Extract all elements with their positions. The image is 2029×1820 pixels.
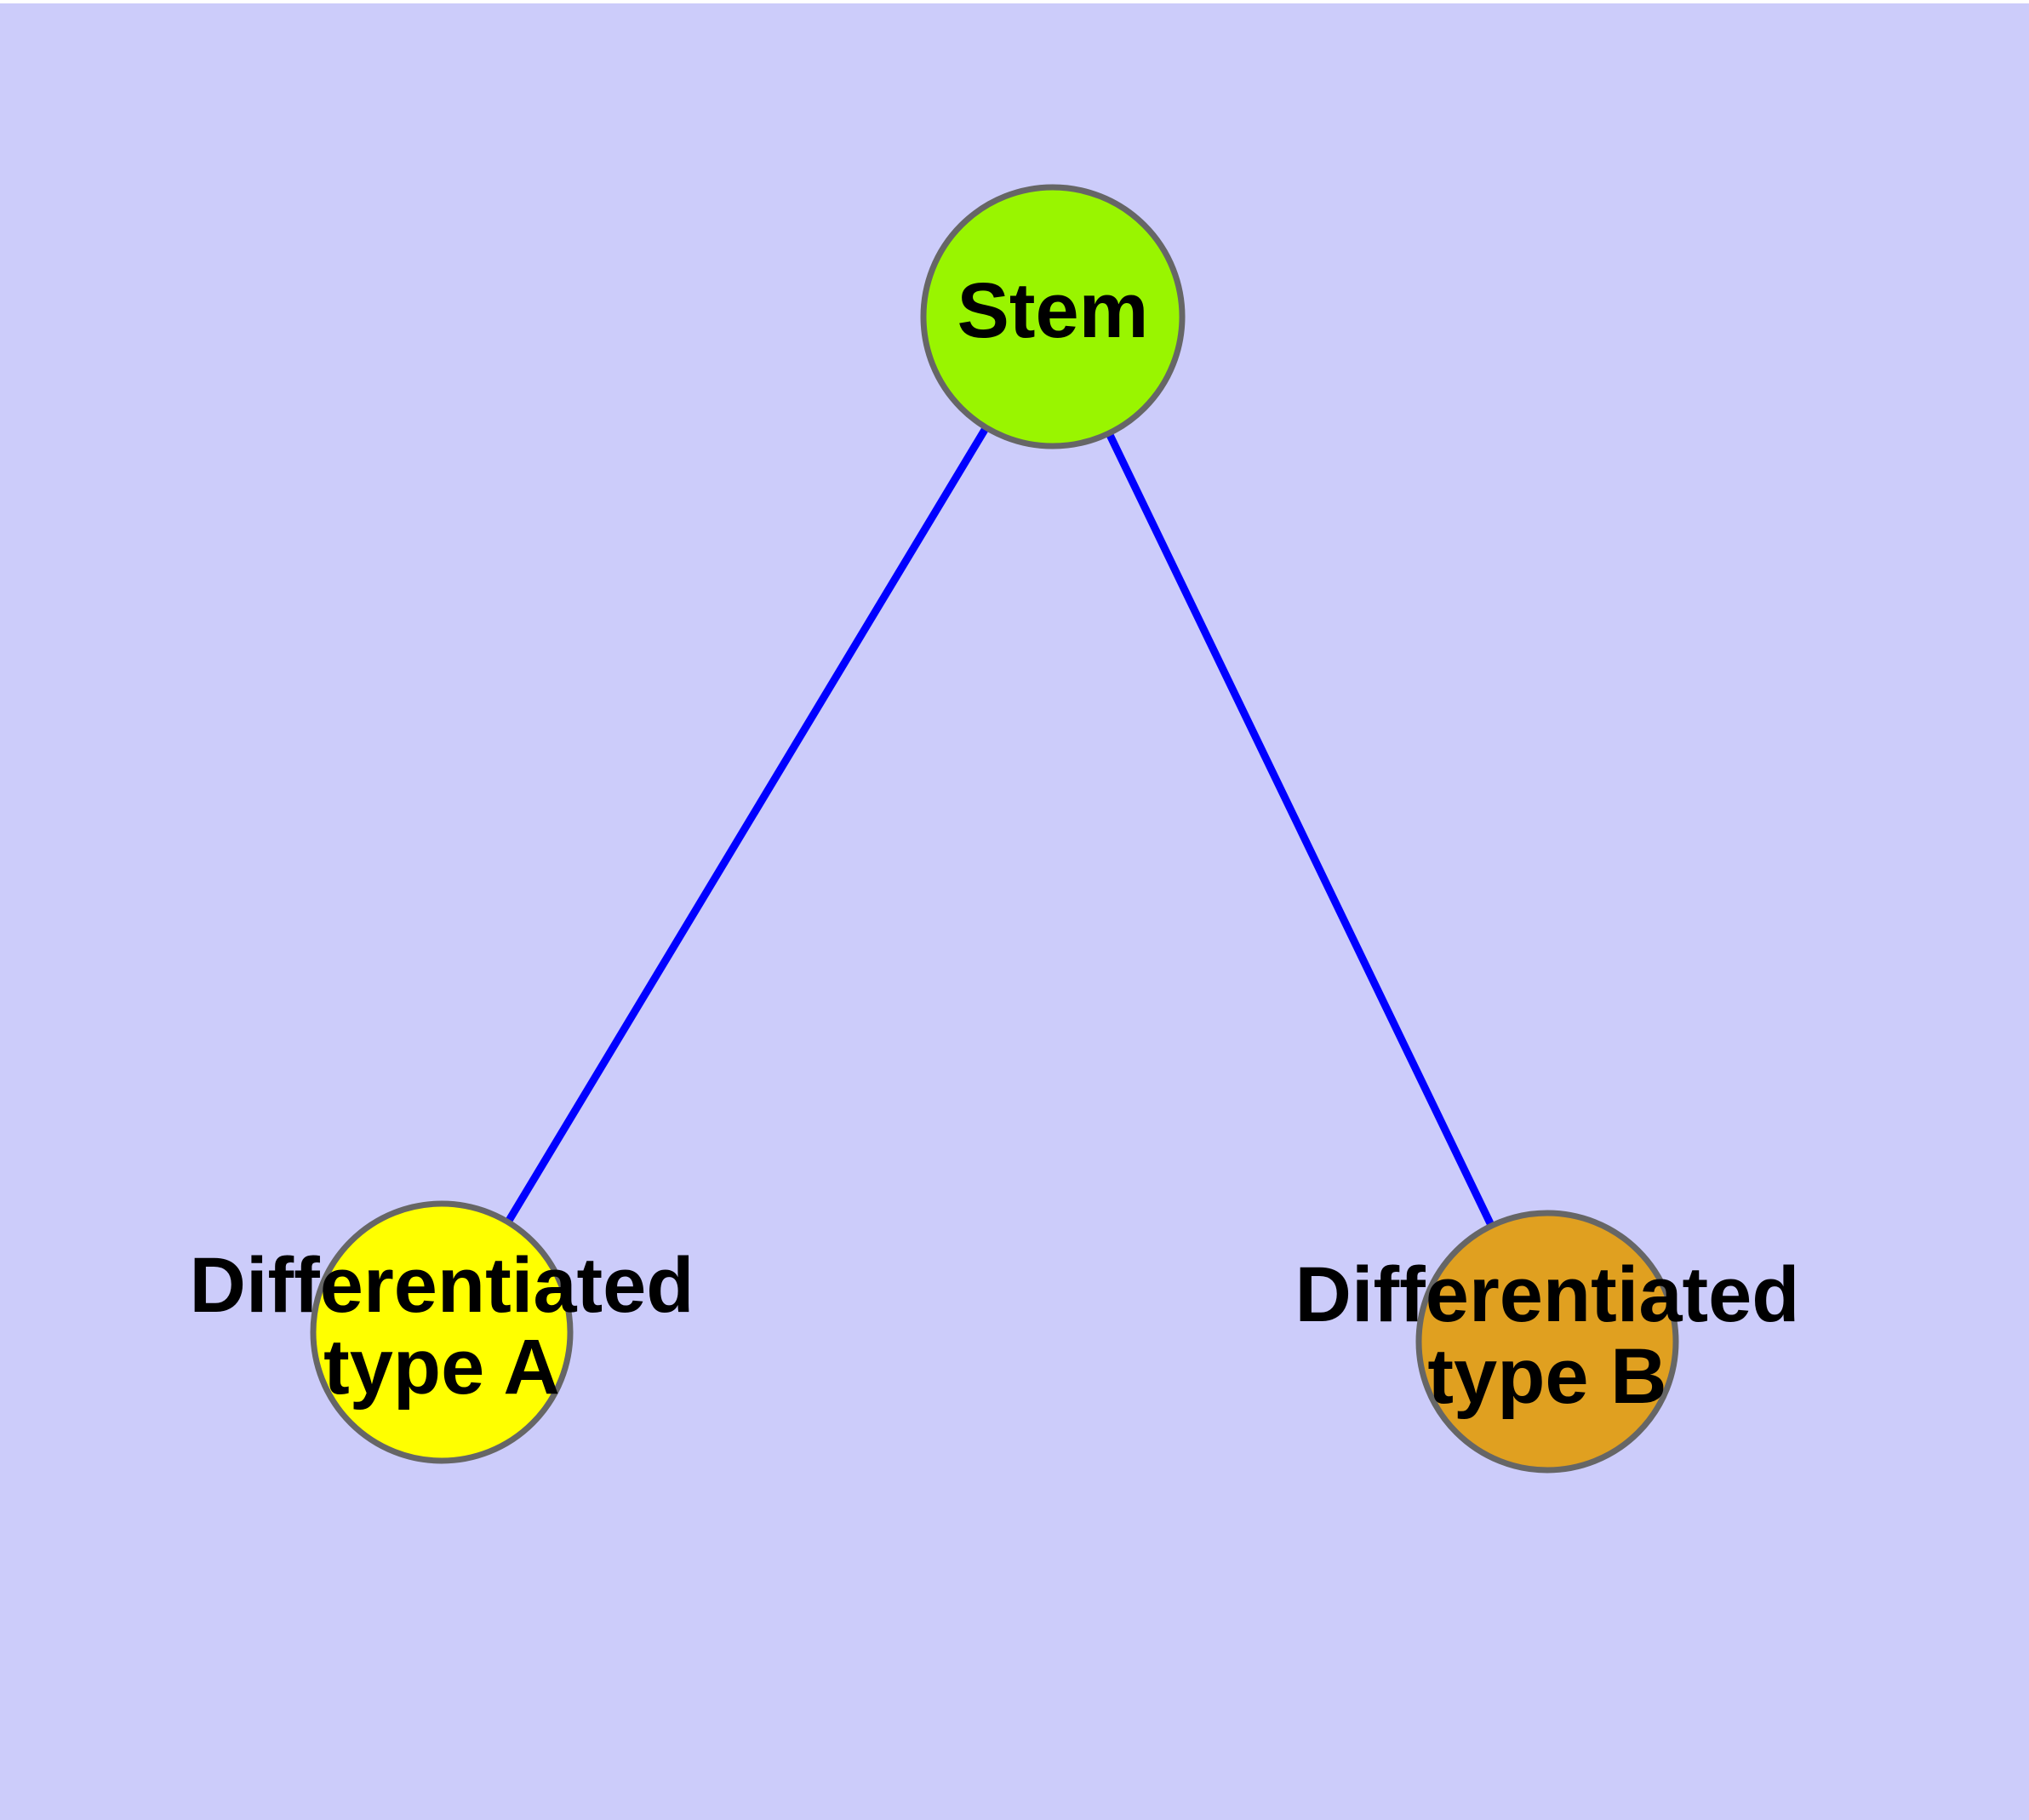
nodes-group	[310, 184, 1679, 1474]
graph-node-stem[interactable]	[920, 184, 1186, 449]
graph-node-label-line: type B	[1427, 1333, 1666, 1420]
graph-node-label-line: Stem	[957, 267, 1149, 354]
graph-node-label-stem: Stem	[957, 267, 1149, 354]
graph-node-label-line: Differentiated	[1295, 1251, 1800, 1338]
graph-node-label-line: Differentiated	[190, 1242, 694, 1329]
graph-node-label-line: type A	[323, 1324, 560, 1411]
graph-node-diff_a[interactable]	[310, 1200, 574, 1464]
top-strip	[0, 0, 2029, 3]
graph-node-diff_b[interactable]	[1415, 1210, 1679, 1474]
edges-group	[505, 425, 1495, 1228]
graph-edge-stem-to-diff_a[interactable]	[505, 425, 990, 1224]
graph-edge-stem-to-diff_b[interactable]	[1106, 431, 1495, 1228]
